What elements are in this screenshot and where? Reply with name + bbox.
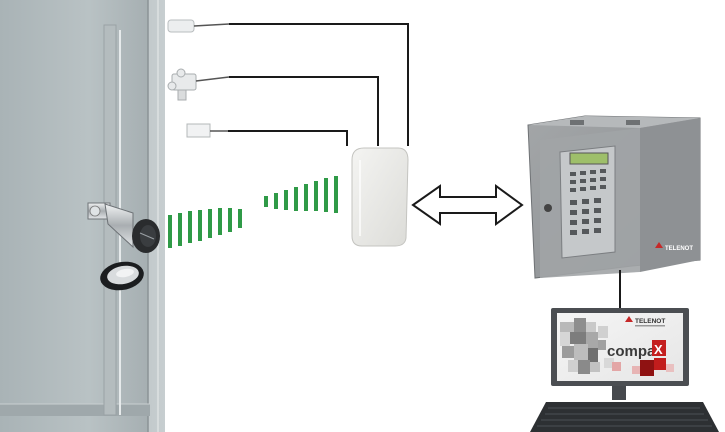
bidirectional-arrow xyxy=(411,184,524,226)
door xyxy=(0,0,165,432)
sensor-middle xyxy=(167,68,230,101)
key-fob xyxy=(100,261,144,291)
sensor-wires xyxy=(228,23,409,146)
panel-brand: TELENOT xyxy=(665,246,693,252)
keyboard-keys xyxy=(537,407,712,427)
control-panel: TELENOT xyxy=(527,115,701,279)
lock-screw-icon xyxy=(544,204,552,212)
product-name-prefix: compas xyxy=(607,343,664,360)
door-bottom-rail xyxy=(0,404,150,416)
radio-waves xyxy=(168,176,338,248)
keypad-buttons xyxy=(570,169,606,235)
lcd-display xyxy=(569,152,609,165)
telenot-logo-icon xyxy=(655,242,663,248)
wireless-reader xyxy=(351,147,409,247)
product-x-badge xyxy=(652,340,666,356)
keyboard xyxy=(530,402,719,432)
monitor-stand xyxy=(612,386,626,400)
lock-cylinder xyxy=(87,202,160,253)
product-name-suffix: X xyxy=(654,342,663,357)
sensor-bottom xyxy=(186,123,228,138)
monitor-brand: TELENOT xyxy=(635,318,665,325)
sensor-top xyxy=(167,19,230,33)
telenot-screen-logo-icon xyxy=(625,316,633,322)
computer: TELENOT compas X xyxy=(530,308,719,432)
screen-graphic xyxy=(560,318,674,376)
